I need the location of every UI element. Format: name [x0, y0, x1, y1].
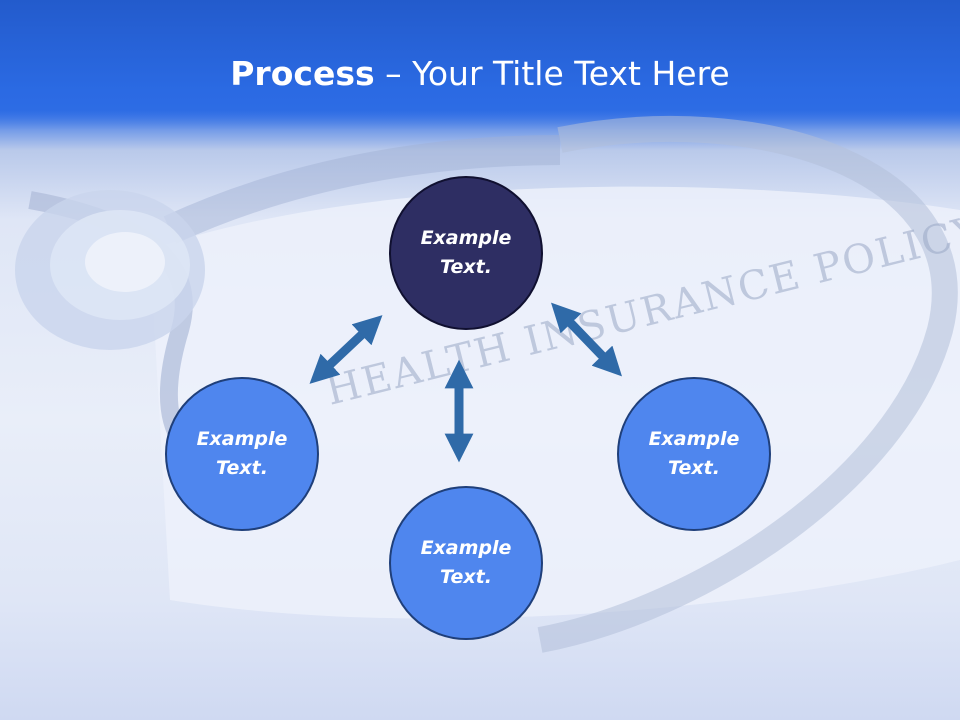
- center-node: Example Text.: [389, 176, 543, 330]
- left-node: Example Text.: [165, 377, 319, 531]
- right-node-label: Example Text.: [648, 428, 740, 479]
- center-node-label: Example Text.: [420, 227, 512, 278]
- title-rest: – Your Title Text Here: [374, 54, 730, 93]
- title-band: [0, 0, 960, 130]
- slide-title: Process – Your Title Text Here: [0, 52, 960, 96]
- title-bold: Process: [230, 54, 375, 93]
- bottom-node: Example Text.: [389, 486, 543, 640]
- left-node-label: Example Text.: [196, 428, 288, 479]
- bottom-node-label: Example Text.: [420, 537, 512, 588]
- right-node: Example Text.: [617, 377, 771, 531]
